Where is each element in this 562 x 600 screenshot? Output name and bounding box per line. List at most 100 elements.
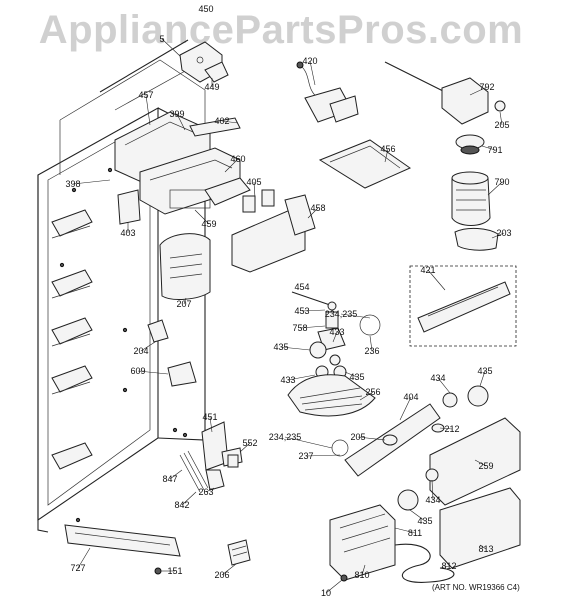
part-label-727: 727: [70, 563, 85, 573]
leader-line: [140, 341, 156, 352]
part-label-810: 810: [354, 570, 369, 580]
part-label-237: 237: [298, 451, 313, 461]
leader-line: [487, 181, 503, 196]
part-label-459: 459: [201, 219, 216, 229]
part-label-263: 263: [198, 487, 213, 497]
leader-line: [394, 527, 416, 534]
leader-line: [205, 487, 215, 493]
part-label-456: 456: [380, 144, 395, 154]
shield-256: [287, 374, 376, 417]
leader-line: [137, 370, 169, 375]
leader-line: [340, 313, 371, 319]
part-label-405: 405: [246, 177, 261, 187]
part-label-434a: 434: [430, 373, 445, 383]
part-label-435a: 435: [273, 342, 288, 352]
leader-line: [439, 427, 453, 430]
leader-line: [145, 94, 151, 126]
part-label-420: 420: [302, 56, 317, 66]
leader-line: [359, 391, 374, 401]
part-label-433b: 433: [280, 375, 295, 385]
part-label-398: 398: [65, 179, 80, 189]
leader-line: [439, 565, 450, 569]
leader-line: [481, 145, 496, 151]
leader-line: [479, 370, 486, 387]
part-label-813: 813: [478, 544, 493, 554]
part-label-236: 236: [364, 346, 379, 356]
damper-assembly: [231, 189, 316, 273]
leader-line: [499, 111, 503, 126]
part-label-399: 399: [169, 109, 184, 119]
cover-813: [439, 487, 521, 569]
leader-line: [307, 207, 319, 219]
leader-line: [361, 564, 366, 576]
part-label-212: 212: [444, 424, 459, 434]
water-filter-assembly: [384, 61, 506, 251]
leader-line: [194, 209, 210, 225]
leader-line: [176, 113, 186, 131]
leader-line: [161, 38, 181, 57]
part-label-847: 847: [162, 474, 177, 484]
bracket-403: [117, 189, 141, 225]
leader-line: [224, 158, 239, 173]
lower-hinge-assembly: [179, 421, 243, 493]
part-label-449: 449: [204, 82, 219, 92]
leader-line: [437, 377, 451, 394]
leader-line: [77, 547, 91, 569]
leader-line: [183, 297, 187, 305]
part-label-458: 458: [310, 203, 325, 213]
leader-line: [301, 309, 326, 312]
leader-line: [72, 179, 111, 185]
part-label-454: 454: [294, 282, 309, 292]
leader-line: [305, 454, 341, 457]
part-label-205a: 205: [494, 120, 509, 130]
part-label-792: 792: [479, 82, 494, 92]
part-label-206: 206: [214, 570, 229, 580]
part-label-234_235a: 234,235: [325, 309, 358, 319]
part-label-450: 450: [198, 4, 213, 14]
leader-line: [325, 579, 343, 594]
leader-line: [469, 86, 488, 96]
part-label-205b: 205: [350, 432, 365, 442]
part-label-203: 203: [496, 228, 511, 238]
part-label-790: 790: [494, 177, 509, 187]
leader-line: [209, 416, 213, 433]
water-valve-tubing: [329, 504, 455, 583]
leader-line: [309, 60, 316, 86]
part-label-151: 151: [167, 566, 182, 576]
leader-line: [431, 479, 434, 501]
part-label-403: 403: [120, 228, 135, 238]
part-label-435c: 435: [477, 366, 492, 376]
part-label-435d: 435: [417, 516, 432, 526]
part-label-453: 453: [294, 306, 309, 316]
part-label-758: 758: [292, 323, 307, 333]
leader-line: [169, 469, 183, 480]
leader-line: [474, 459, 487, 467]
ice-sensor-420: [296, 61, 359, 123]
dashed-assembly-box-421: [409, 265, 517, 347]
part-label-204: 204: [133, 346, 148, 356]
switch-609: [167, 361, 197, 387]
leader-line: [332, 331, 338, 343]
leader-line: [357, 436, 386, 441]
art-number: (ART NO. WR19366 C4): [432, 583, 520, 592]
kickplate-727: [64, 524, 251, 575]
leader-line: [491, 232, 505, 239]
leader-line: [409, 509, 426, 522]
part-label-812: 812: [441, 561, 456, 571]
leader-line: [287, 374, 316, 381]
leader-line: [239, 442, 251, 453]
part-label-435b: 435: [349, 372, 364, 382]
control-module: [139, 147, 251, 215]
part-label-259: 259: [478, 461, 493, 471]
leader-line: [399, 396, 412, 421]
leader-line: [181, 491, 197, 506]
part-label-842: 842: [174, 500, 189, 510]
leader-line: [253, 181, 256, 199]
leader-line: [427, 269, 446, 291]
leader-line: [280, 346, 311, 351]
part-label-5: 5: [159, 34, 164, 44]
part-label-791: 791: [487, 145, 502, 155]
